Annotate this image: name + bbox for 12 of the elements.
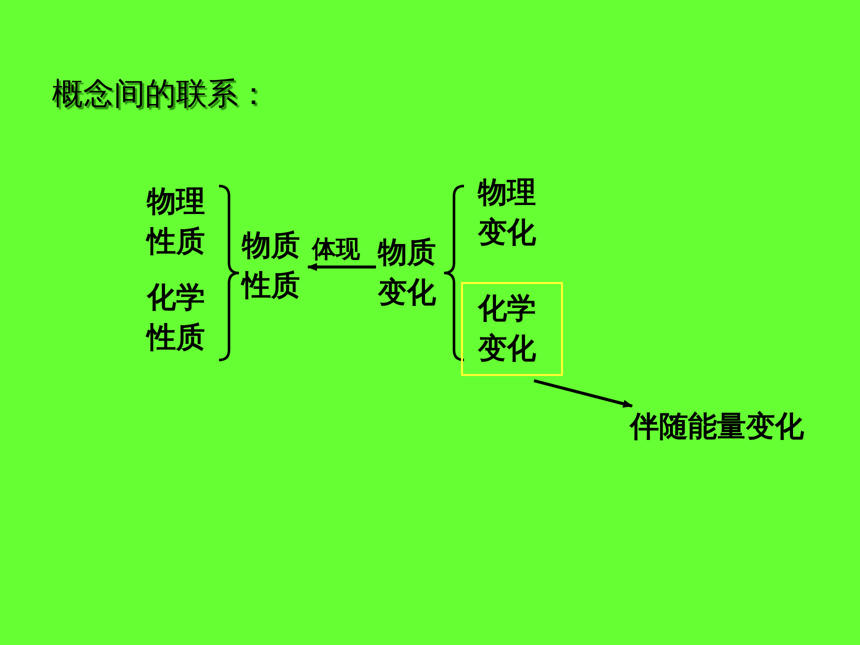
- concept-text: 化学性质: [147, 279, 206, 356]
- concept-text: 物质变化: [378, 234, 437, 311]
- title: 概念间的联系：: [52, 75, 269, 114]
- edge-label: 体现: [312, 234, 360, 265]
- concept-text: 物质性质: [242, 227, 301, 304]
- highlight-box: [461, 282, 563, 376]
- arrow: [534, 379, 634, 408]
- concept-text: 化学变化: [478, 290, 537, 367]
- concept-text: 物理性质: [147, 183, 206, 260]
- arrow: [307, 263, 376, 271]
- concept-text: 物理变化: [478, 174, 537, 251]
- concept-text: 伴随能量变化: [630, 408, 805, 445]
